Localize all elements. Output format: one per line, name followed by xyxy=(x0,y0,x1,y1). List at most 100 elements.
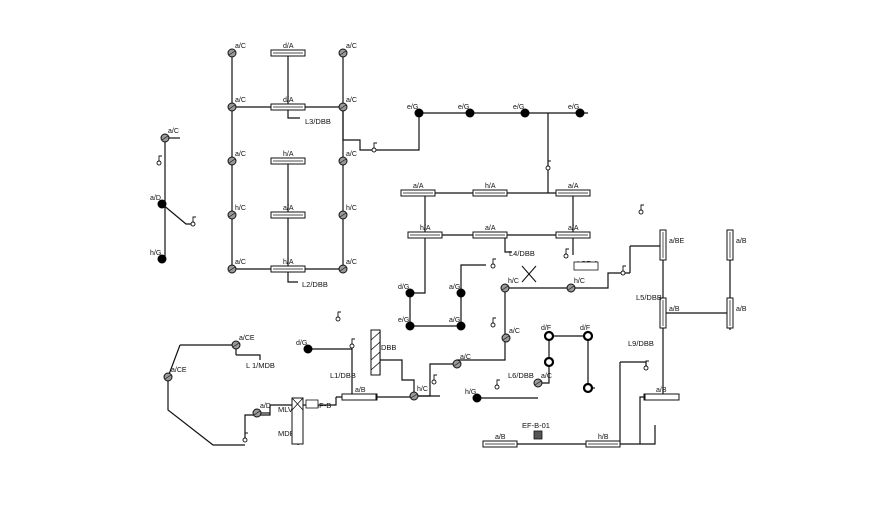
linear-light-fixture[interactable]: h/A xyxy=(270,151,306,165)
downlight[interactable]: a/D xyxy=(150,195,167,209)
downlight[interactable]: e/G xyxy=(407,104,424,118)
sconce-layer: a/C a/C a/C h/C a/C a/C a/C a/C h/C a/C a/C h/C h/C a… xyxy=(160,43,585,418)
switch-lever xyxy=(547,160,551,166)
downlight[interactable]: d/G xyxy=(398,284,415,298)
wall-light[interactable]: a/C xyxy=(227,259,246,274)
switch-symbol[interactable] xyxy=(190,216,196,227)
vertical-light-fixture[interactable]: a/B xyxy=(659,297,680,329)
downlight[interactable]: e/G xyxy=(458,104,475,118)
vertical-light-fixture[interactable]: a/B xyxy=(726,229,747,261)
downlight[interactable]: e/G xyxy=(568,104,585,118)
wall-light-label: h/C xyxy=(235,205,246,212)
switch-symbol[interactable] xyxy=(545,160,551,171)
wall-light[interactable]: a/C xyxy=(533,373,552,388)
wall-light[interactable]: a/C xyxy=(338,97,357,112)
linear-light-fixture[interactable]: a/A xyxy=(472,225,508,239)
wall-light-label: a/C xyxy=(460,354,471,361)
wall-light-hatch xyxy=(228,104,236,110)
downlight[interactable]: h/G xyxy=(465,389,482,403)
switch-pivot xyxy=(643,365,649,371)
wall-light[interactable]: a/C xyxy=(227,43,246,58)
downlight[interactable]: e/G xyxy=(398,317,415,331)
linear-light-fixture[interactable]: h/A xyxy=(407,225,443,239)
wall-light-label: a/CE xyxy=(171,367,187,374)
switch-symbol[interactable] xyxy=(563,248,569,259)
switch-symbol[interactable] xyxy=(371,142,377,153)
linear-light-fixture[interactable]: h/A xyxy=(270,259,306,273)
wall-light[interactable]: a/CE xyxy=(163,367,187,382)
downlight-marker xyxy=(456,288,466,298)
wall-light-hatch xyxy=(339,50,347,56)
switch-lever xyxy=(640,204,644,210)
switch-symbol[interactable] xyxy=(349,338,355,349)
vertical-light-fixture[interactable]: a/B xyxy=(726,297,747,329)
wall-light[interactable]: h/C xyxy=(566,278,585,293)
switch-symbol[interactable] xyxy=(490,317,496,328)
wall-light[interactable]: a/C xyxy=(338,43,357,58)
linear-light-fixture[interactable]: d/A xyxy=(270,97,306,111)
wall-light[interactable]: h/C xyxy=(409,386,428,401)
downlight-label: h/G xyxy=(150,250,161,257)
switch-pivot xyxy=(335,316,341,322)
wall-light-hatch xyxy=(228,158,236,164)
l1-dbb-bar xyxy=(341,393,377,401)
downlight[interactable]: h/G xyxy=(150,250,167,264)
linear-light-fixture[interactable]: a/A xyxy=(400,183,436,197)
wall-light-hatch xyxy=(534,380,542,386)
wall-light-label: a/C xyxy=(235,259,246,266)
downlight[interactable]: d/G xyxy=(296,340,313,354)
switch-lever xyxy=(192,216,196,222)
switch-symbol[interactable] xyxy=(638,204,644,215)
wall-light[interactable]: a/C xyxy=(227,97,246,112)
wall-light[interactable]: a/C xyxy=(338,151,357,166)
downlight-label: a/D xyxy=(150,195,161,202)
wall-light[interactable]: a/CE xyxy=(231,335,255,350)
switch-symbol[interactable] xyxy=(494,379,500,390)
fixture-label: a/A xyxy=(283,205,294,212)
downlight[interactable]: a/G xyxy=(449,284,466,298)
vertical-light-fixture[interactable]: a/BE xyxy=(659,229,685,261)
ring-fixture[interactable] xyxy=(543,356,555,368)
ring-fixture[interactable]: d/F xyxy=(541,325,555,342)
wall-light-label: a/C xyxy=(235,151,246,158)
ring-fixture[interactable]: d/F xyxy=(580,325,594,342)
ring-fixture[interactable] xyxy=(582,382,594,394)
wall-light-hatch xyxy=(501,285,509,291)
linear-light-fixture[interactable]: a/B xyxy=(482,434,518,448)
switch-symbol[interactable] xyxy=(242,432,248,443)
downlight[interactable]: a/G xyxy=(449,317,466,331)
wall-light[interactable]: a/C xyxy=(452,354,471,369)
switch-pivot xyxy=(349,343,355,349)
db-label: L2/DBB xyxy=(302,280,328,289)
switch-symbol[interactable] xyxy=(643,360,649,371)
switch-lever xyxy=(645,360,649,366)
linear-light-fixture[interactable]: h/B xyxy=(585,434,621,448)
switch-pivot xyxy=(494,384,500,390)
linear-light-fixture[interactable]: a/A xyxy=(555,225,591,239)
linear-light-fixture[interactable]: d/A xyxy=(270,43,306,57)
exhaust-fan-box xyxy=(533,430,543,440)
switch-symbol[interactable] xyxy=(620,265,626,276)
wall-light[interactable]: a/C xyxy=(338,259,357,274)
linear-light-fixture[interactable]: h/A xyxy=(472,183,508,197)
switch-symbol[interactable] xyxy=(490,258,496,269)
wall-light[interactable]: a/C xyxy=(501,328,520,343)
wall-light[interactable]: a/D xyxy=(252,403,271,418)
fixture-label: a/B xyxy=(355,387,366,394)
wall-light[interactable]: a/C xyxy=(227,151,246,166)
wall-light-hatch xyxy=(228,212,236,218)
linear-light-fixture[interactable]: a/A xyxy=(270,205,306,219)
db-label: L1/DBB xyxy=(330,371,356,380)
wall-light[interactable]: h/C xyxy=(500,278,519,293)
wall-light[interactable]: a/C xyxy=(160,128,179,143)
wall-light[interactable]: h/C xyxy=(227,205,246,220)
wall-light[interactable]: h/C xyxy=(338,205,357,220)
switch-symbol[interactable] xyxy=(431,374,437,385)
linear-light-fixture[interactable]: a/A xyxy=(555,183,591,197)
fixture-label: h/A xyxy=(420,225,431,232)
switch-symbol[interactable] xyxy=(156,155,162,166)
switch-symbol[interactable] xyxy=(335,311,341,322)
ring-fixture-marker xyxy=(582,382,594,394)
downlight[interactable]: e/G xyxy=(513,104,530,118)
ring-fixture-layer: d/F d/F xyxy=(541,325,594,394)
